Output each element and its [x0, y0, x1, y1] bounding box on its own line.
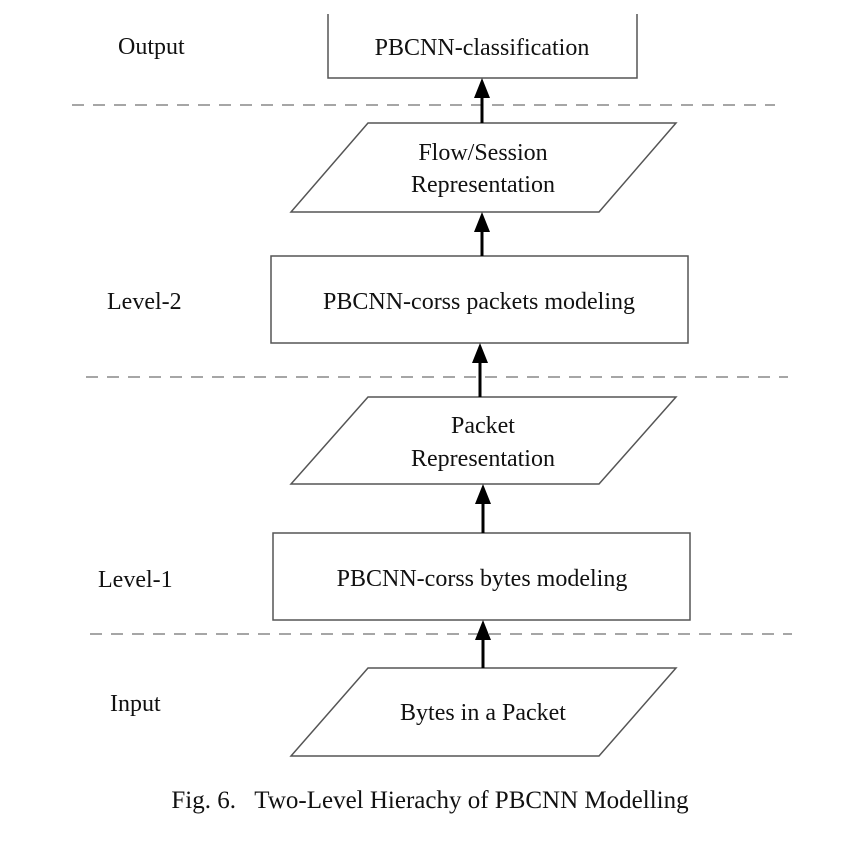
flow-session-representation-shape: [289, 122, 678, 213]
bytes-in-packet-shape: [289, 667, 678, 757]
flow-session-label-line2: Representation: [411, 172, 555, 198]
packet-label-line2: Representation: [411, 446, 555, 472]
packet-label-line1: Packet: [451, 413, 515, 439]
packet-representation-shape: [289, 396, 678, 485]
packets-modeling-label: PBCNN-corss packets modeling: [323, 289, 635, 315]
classification-box: [327, 14, 638, 79]
arrow-bytes-modeling-to-packet: [475, 484, 491, 533]
bytes-modeling-label: PBCNN-corss bytes modeling: [337, 566, 628, 592]
bytes-modeling-box: [272, 532, 691, 621]
level-label-input: Input: [110, 691, 161, 717]
level-label-level1: Level-1: [98, 567, 173, 593]
level-label-output: Output: [118, 34, 185, 60]
arrow-flow-to-classification: [474, 78, 490, 123]
arrow-packet-to-packets-modeling: [472, 343, 488, 397]
classification-label: PBCNN-classification: [375, 35, 590, 61]
level-label-level2: Level-2: [107, 289, 182, 315]
arrow-packets-modeling-to-flow: [474, 212, 490, 256]
arrow-bytes-to-bytes-modeling: [475, 620, 491, 668]
flow-session-label-line1: Flow/Session: [418, 140, 547, 166]
bytes-in-packet-label: Bytes in a Packet: [400, 700, 566, 726]
packets-modeling-box: [270, 255, 689, 344]
figure-caption: Fig. 6. Two-Level Hierachy of PBCNN Mode…: [171, 787, 689, 814]
